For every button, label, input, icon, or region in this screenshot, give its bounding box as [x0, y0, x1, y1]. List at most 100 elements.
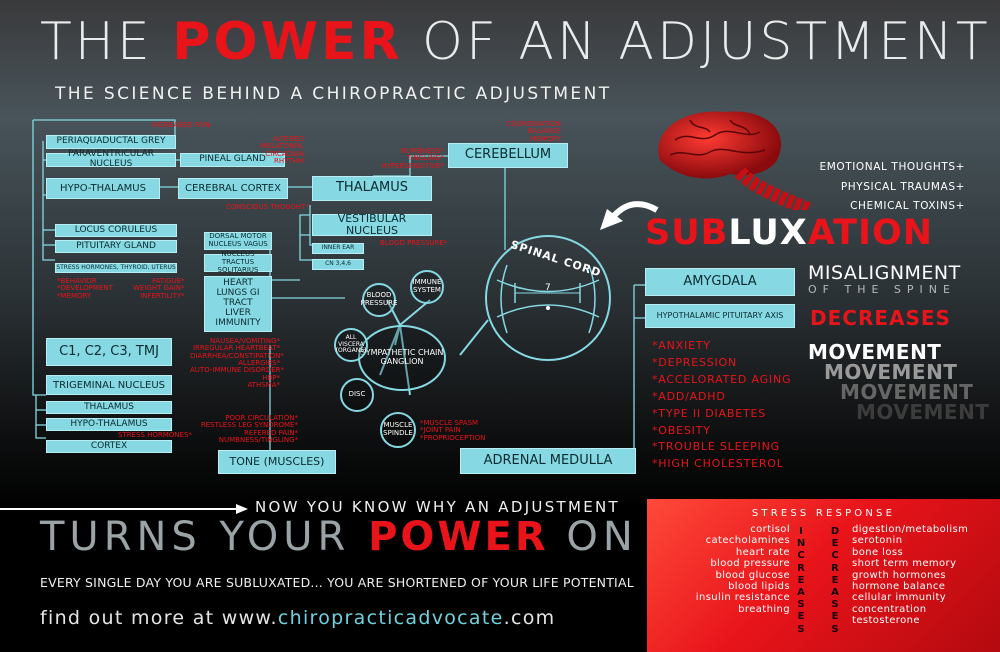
immune-system-node: IMMUNE SYSTEM — [410, 270, 444, 304]
adrenal-box: ADRENAL MEDULLA — [460, 448, 636, 474]
note-circulation: POOR CIRCULATION* RESTLESS LEG SYNDROME*… — [200, 414, 298, 445]
organs-box: HEART LUNGS GI TRACT LIVER IMMUNITY — [204, 276, 272, 332]
condition-item: *TYPE II DIABETES — [652, 406, 766, 420]
note-coordination: COORDINATION BALANCE MEMORY — [506, 120, 561, 143]
hypothalamus2-box: HYPO-THALAMUS — [46, 418, 172, 431]
title-post: OF AN ADJUSTMENT — [422, 12, 991, 72]
note-conscious: CONSCIOUS THOUGHT* — [226, 203, 309, 211]
website-link[interactable]: find out more at www.chiropracticadvocat… — [40, 607, 555, 629]
vertebra-number: 7 — [545, 283, 551, 293]
causes-list: EMOTIONAL THOUGHTS+ PHYSICAL TRAUMAS+ CH… — [819, 158, 965, 217]
vestibular-box: VESTIBULAR NUCLEUS — [312, 212, 432, 237]
increases-list: cortisol catecholamines heart rate blood… — [696, 524, 790, 615]
muscle-spindle-node: MUSCLE SPINDLE — [380, 412, 416, 448]
decrease-item: hormone balance — [852, 581, 946, 593]
decrease-item: digestion/metabolism — [852, 524, 969, 535]
decreases-heading: DECREASES — [810, 306, 951, 330]
decrease-item: short term memory — [852, 558, 957, 570]
sublux-lux: LUX — [728, 213, 808, 253]
cn-box: CN 3,4,6 — [312, 259, 364, 270]
decrease-item: cellular immunity — [852, 592, 947, 604]
note-numbness: NUMBNESS* TINGLING* HYPERSENSITIVE* — [381, 147, 444, 170]
blood-pressure-node: BLOOD PRESSURE — [361, 283, 397, 317]
paraventricular-box: PARAVENTRICULAR NUCLEUS — [46, 149, 176, 169]
all-viscera-node: ALL VISCERA (ORGANS) — [334, 328, 368, 362]
thalamus-box: THALAMUS — [312, 176, 432, 201]
hpa-box: HYPOTHALAMIC PITUITARY AXIS — [645, 304, 795, 328]
title-pre: THE — [40, 12, 153, 72]
condition-item: *ANXIETY — [652, 339, 711, 352]
note-spindle: *MUSCLE SPASM *JOINT PAIN *PROPRIOCEPTIO… — [420, 419, 486, 442]
condition-item: *ACCELORATED AGING — [652, 372, 792, 386]
sublux-sub: SUB — [645, 213, 729, 253]
every-day-text: EVERY SINGLE DAY YOU ARE SUBLUXATED... Y… — [40, 575, 634, 590]
cortex-box: CEREBRAL CORTEX — [178, 178, 288, 199]
hypothalamus-box: HYPO-THALAMUS — [46, 178, 160, 199]
thalamus2-box: THALAMUS — [46, 401, 172, 414]
increase-item: blood glucose — [715, 569, 790, 581]
increase-item: heart rate — [735, 546, 790, 558]
tone-box: TONE (MUSCLES) — [218, 450, 336, 474]
page-title: THE POWER OF AN ADJUSTMENT — [40, 12, 991, 72]
disc-node: DISC — [340, 378, 374, 412]
decrease-item: concentration — [852, 603, 927, 615]
decreases-label: DECREASES — [830, 526, 840, 636]
find-site: chiropracticadvocate — [277, 607, 504, 629]
dorsal-motor-box: DORSAL MOTOR NUCLEUS VAGUS — [204, 232, 272, 250]
condition-item: *OBESITY — [652, 423, 711, 437]
note-pain: INCREASED PAIN — [152, 121, 211, 129]
title-power: POWER — [172, 12, 403, 72]
nucleus-tractus-box: NUCLEUS TRACTUS SOLITARIUS — [204, 251, 272, 274]
note-melatonin: ALTERED MELATONIN, CIRCADIAN RHYTHM — [260, 135, 304, 166]
condition-item: *TROUBLE SLEEPING — [652, 440, 780, 454]
turns-post: ON — [566, 514, 638, 560]
note-stress-hormones: STRESS HORMONES* — [118, 431, 192, 439]
subluxation-heading: SUBLUXATION — [645, 213, 933, 253]
increases-label: INCREASES — [796, 526, 806, 636]
pituitary-box: PITUITARY GLAND — [55, 240, 177, 253]
find-post: .com — [503, 607, 556, 629]
stress-response-title: STRESS RESPONSE — [751, 508, 896, 519]
cause-item: EMOTIONAL THOUGHTS+ — [819, 161, 965, 173]
note-behavior: *BEHAVIOR *DEVELOPMENT *MEMORY — [57, 277, 113, 300]
turns-power: POWER — [368, 514, 549, 560]
increase-item: breathing — [738, 603, 790, 615]
movement-3: MOVEMENT — [840, 380, 974, 404]
turns-your-power-on: TURNS YOUR POWER ON — [40, 514, 638, 560]
decrease-item: bone loss — [852, 546, 904, 558]
increase-item: blood lipids — [728, 581, 790, 593]
cause-item: CHEMICAL TOXINS+ — [850, 200, 965, 213]
sympathetic-ganglion: SYMPATHETIC CHAIN GANGLION — [358, 325, 446, 391]
inner-ear-box: INNER EAR — [312, 243, 364, 254]
note-fatigue: FATIGUE* WEIGHT GAIN* INFERTILITY* — [133, 277, 185, 300]
locus-box: LOCUS CORULEUS — [55, 224, 177, 237]
amygdala-box: AMYGDALA — [645, 268, 795, 296]
now-you-know: NOW YOU KNOW WHY AN ADJUSTMENT — [255, 498, 620, 516]
stress-response-panel: STRESS RESPONSE cortisol catecholamines … — [647, 499, 1000, 652]
condition-item: *DEPRESSION — [652, 355, 738, 369]
condition-item: *ADD/ADHD — [652, 389, 726, 403]
turns-pre: TURNS YOUR — [40, 514, 351, 560]
increases-label-text: INCREASES — [796, 526, 806, 635]
cortex2-box: CORTEX — [46, 440, 172, 453]
trigeminal-box: TRIGEMINAL NUCLEUS — [46, 375, 172, 395]
increase-item: catecholamines — [705, 535, 790, 547]
note-organ-symptoms: NAUSEA/VOMITING* IRREGULAR HEARTBEAT* DI… — [190, 337, 285, 390]
increase-item: cortisol — [750, 524, 790, 535]
stress-hormones-box: STRESS HORMONES, THYROID, UTERUS — [55, 263, 177, 273]
spinal-cord-diagram — [485, 235, 611, 361]
movement-2: MOVEMENT — [824, 360, 958, 384]
misalignment-heading: MISALIGNMENT — [808, 262, 961, 284]
page-subtitle: THE SCIENCE BEHIND A CHIROPRACTIC ADJUST… — [55, 84, 612, 104]
decreases-label-text: DECREASES — [830, 526, 840, 635]
find-pre: find out more at www. — [40, 607, 278, 629]
movement-4: MOVEMENT — [856, 400, 990, 424]
cause-item: PHYSICAL TRAUMAS+ — [840, 180, 965, 193]
cerebellum-box: CEREBELLUM — [448, 143, 568, 168]
decreases-list: digestion/metabolism serotonin bone loss… — [852, 524, 968, 627]
note-blood-pressure: BLOOD PRESSURE* — [380, 239, 448, 247]
decrease-item: testosterone — [852, 615, 920, 627]
pineal-box: PINEAL GLAND — [180, 153, 285, 167]
condition-item: *HIGH CHOLESTEROL — [652, 457, 784, 471]
